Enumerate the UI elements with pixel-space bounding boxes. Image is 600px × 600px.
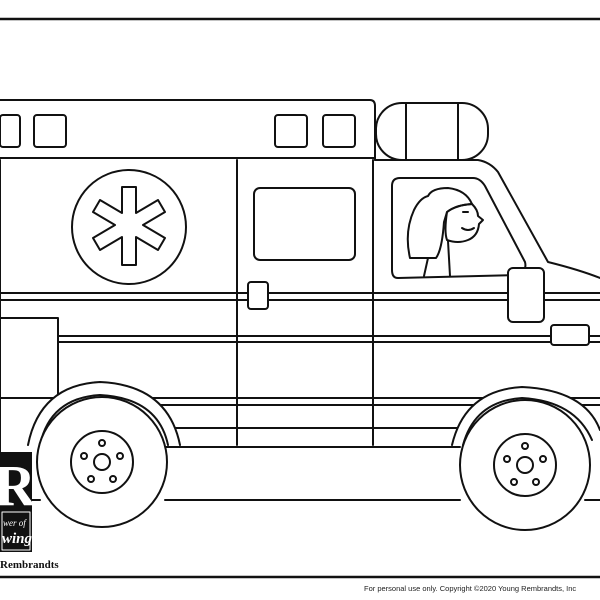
- page-frame: [0, 17, 600, 579]
- side-door-window: [253, 187, 356, 261]
- copyright-notice: For personal use only. Copyright ©2020 Y…: [364, 584, 577, 593]
- door-handle: [247, 281, 269, 310]
- star-of-life-icon: [71, 169, 187, 285]
- logo-tagline-top: wer of: [3, 518, 27, 528]
- brand-name: Rembrandts: [0, 559, 59, 571]
- young-rembrandts-logo: R wer of wing: [0, 452, 37, 552]
- rear-wheel: [27, 381, 181, 528]
- side-mirror: [507, 267, 545, 323]
- roof-windows: [0, 114, 356, 148]
- headlight: [550, 324, 590, 346]
- logo-letter: R: [0, 453, 37, 518]
- siren-light-icon: [375, 102, 489, 161]
- front-wheel: [451, 386, 600, 531]
- driver-figure: [406, 187, 484, 277]
- logo-tagline-bottom: wing: [2, 531, 33, 547]
- cab-window: [391, 177, 527, 279]
